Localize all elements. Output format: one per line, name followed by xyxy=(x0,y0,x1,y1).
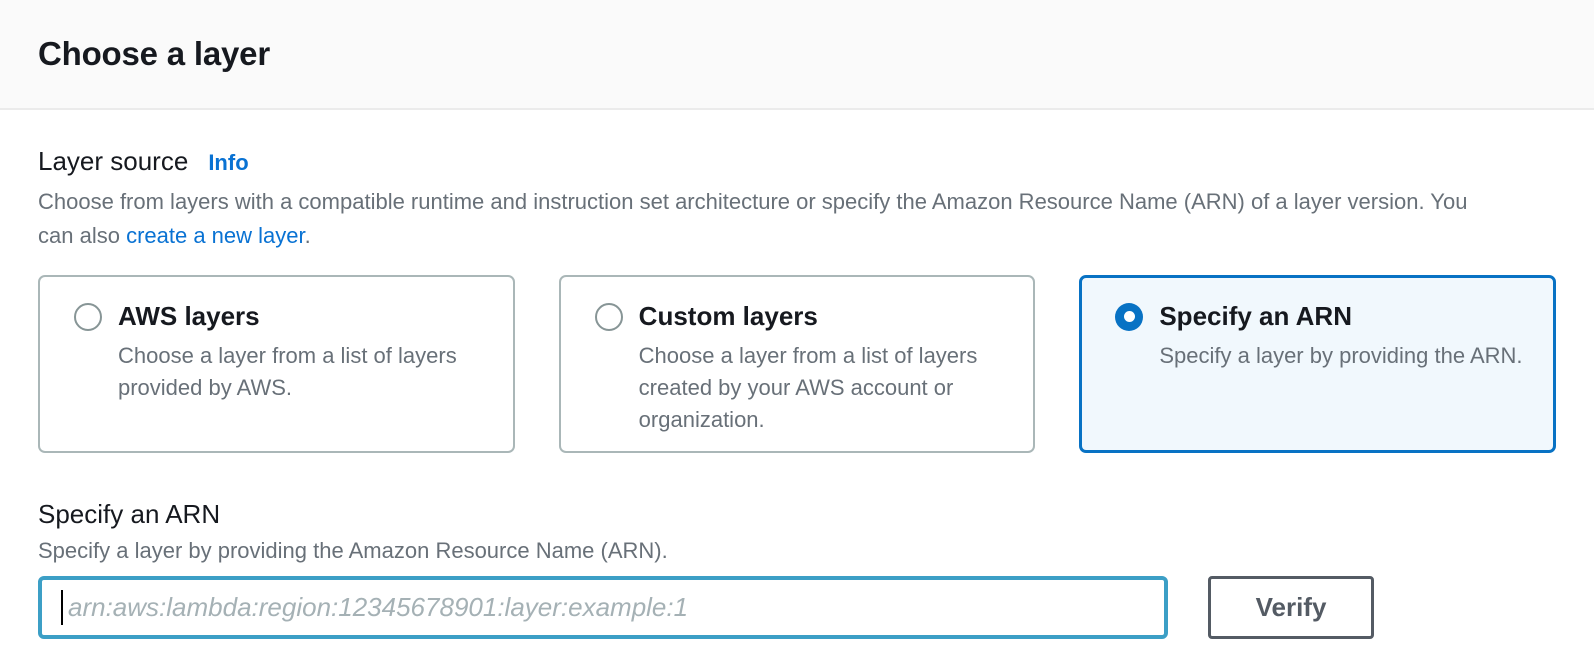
tile-custom-layers[interactable]: Custom layers Choose a layer from a list… xyxy=(558,275,1036,453)
layer-source-description: Choose from layers with a compatible run… xyxy=(38,185,1503,253)
tile-specify-arn-title: Specify an ARN xyxy=(1159,301,1352,331)
description-text-suffix: . xyxy=(304,223,311,248)
radio-aws-layers[interactable] xyxy=(74,302,102,331)
create-new-layer-link[interactable]: create a new layer xyxy=(126,223,305,248)
tile-specify-arn-description: Specify a layer by providing the ARN. xyxy=(1159,343,1523,368)
tile-specify-arn[interactable]: Specify an ARN Specify a layer by provid… xyxy=(1079,275,1557,453)
specify-arn-description: Specify a layer by providing the Amazon … xyxy=(38,538,668,563)
layer-source-label-row: Layer source Info xyxy=(38,146,1556,177)
dialog-content: Layer source Info Choose from layers wit… xyxy=(0,110,1594,639)
arn-input[interactable] xyxy=(38,576,1168,639)
tile-custom-layers-title: Custom layers xyxy=(638,301,818,331)
arn-input-row: Verify xyxy=(38,576,1556,639)
verify-button[interactable]: Verify xyxy=(1208,576,1374,639)
layer-source-label: Layer source xyxy=(38,146,189,176)
tile-aws-layers-title: AWS layers xyxy=(118,301,260,331)
info-link[interactable]: Info xyxy=(208,150,249,175)
page-title: Choose a layer xyxy=(38,35,270,72)
tile-custom-layers-description: Choose a layer from a list of layers cre… xyxy=(638,343,978,432)
dialog-header: Choose a layer xyxy=(0,0,1594,110)
radio-specify-arn[interactable] xyxy=(1115,302,1144,331)
specify-arn-section: Specify an ARN Specify a layer by provid… xyxy=(38,499,1556,639)
layer-source-tiles: AWS layers Choose a layer from a list of… xyxy=(38,275,1557,453)
tile-aws-layers[interactable]: AWS layers Choose a layer from a list of… xyxy=(38,275,515,453)
description-text: Choose from layers with a compatible run… xyxy=(38,189,1468,248)
tile-aws-layers-description: Choose a layer from a list of layers pro… xyxy=(118,343,457,400)
text-caret xyxy=(61,590,63,625)
radio-custom-layers[interactable] xyxy=(594,302,623,331)
specify-arn-title: Specify an ARN xyxy=(38,499,221,529)
